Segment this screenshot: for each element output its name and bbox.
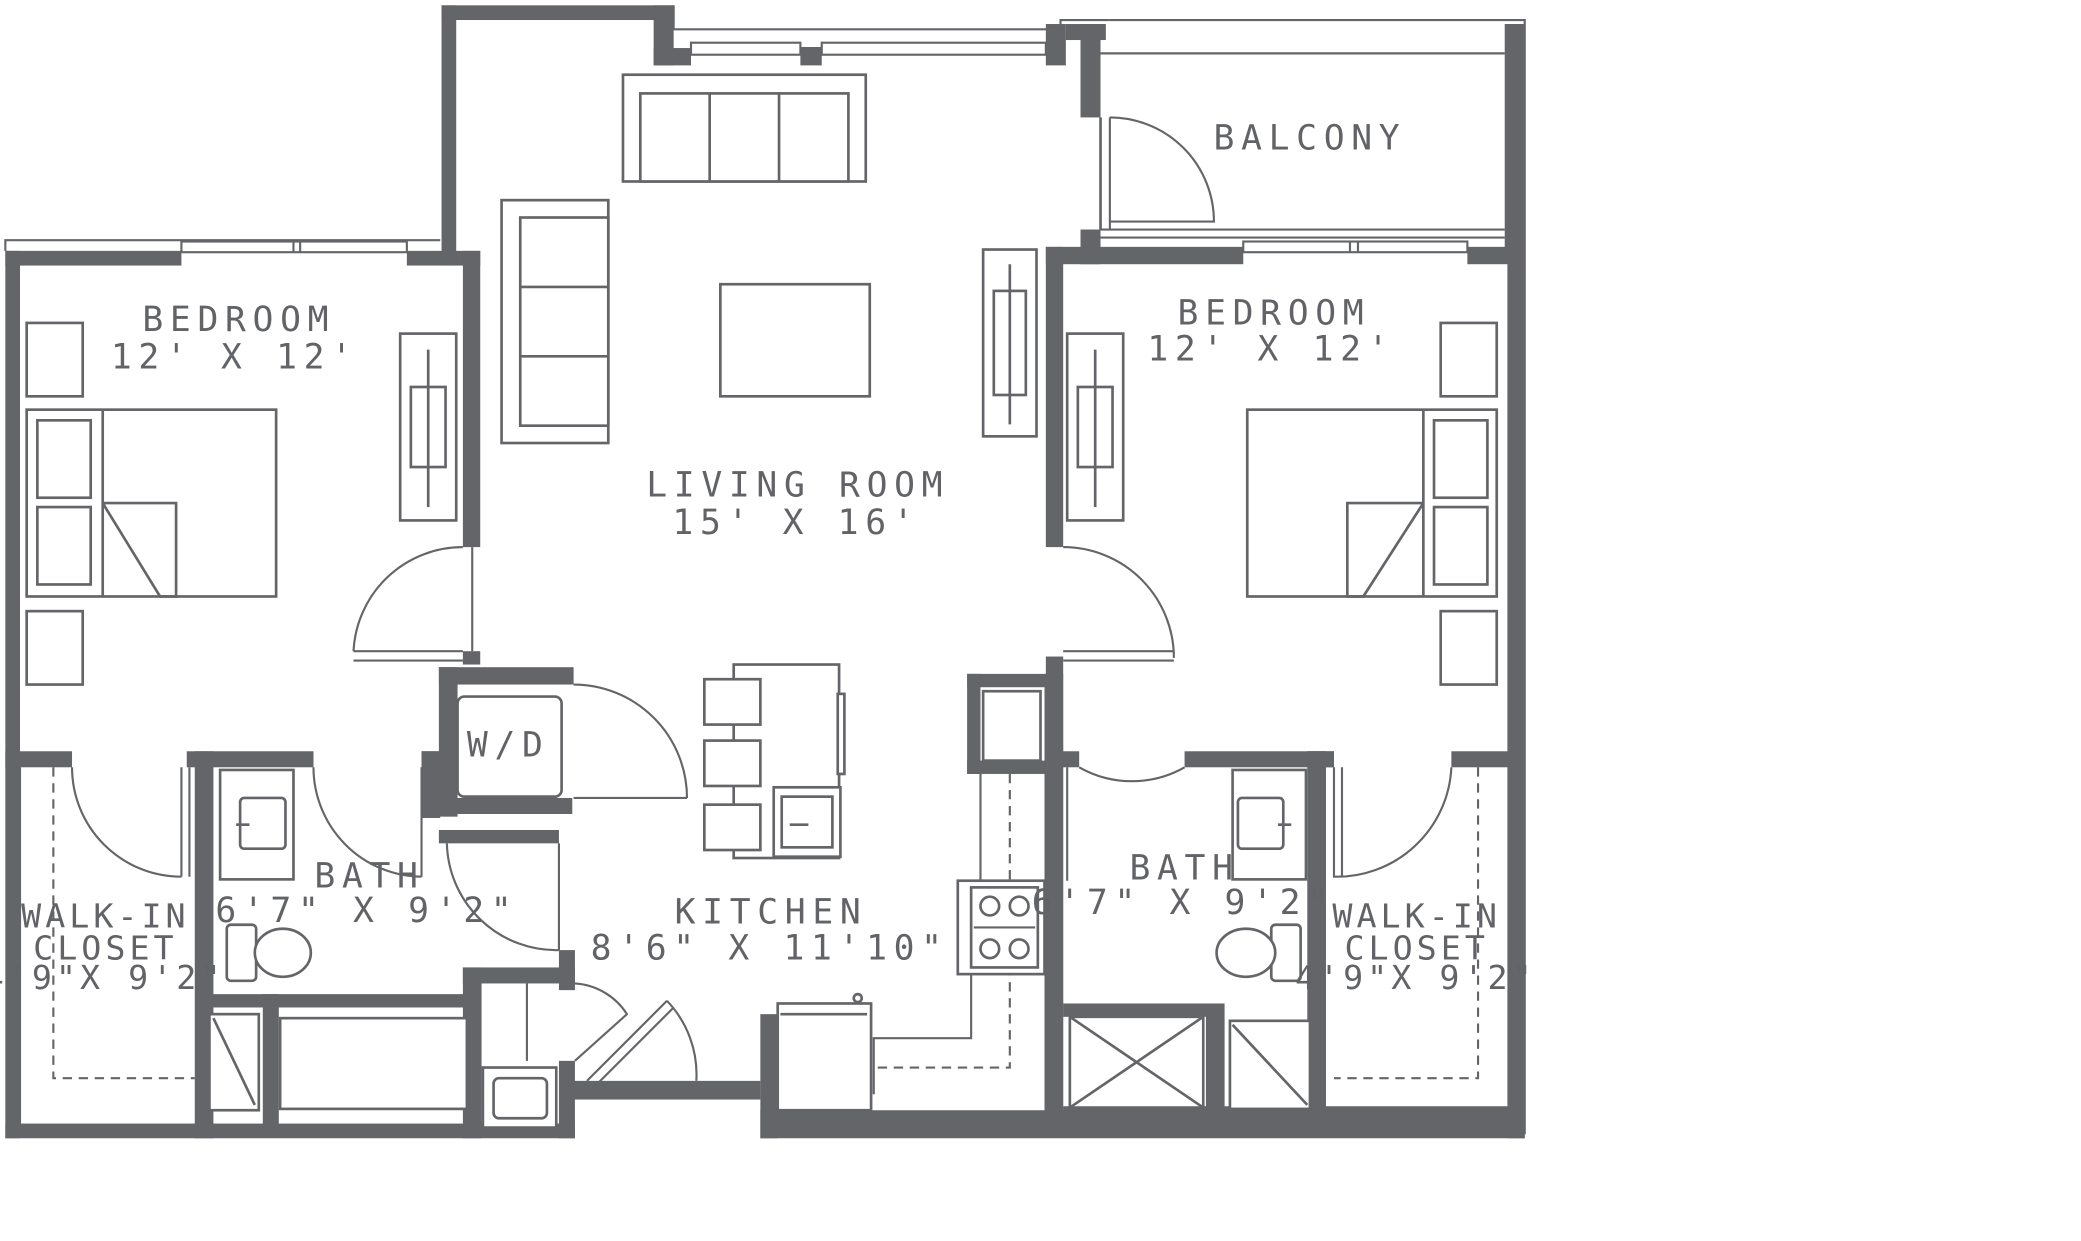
bedroom-left-size: 12' X 12': [111, 337, 359, 377]
bath-right-label: BATH: [1129, 848, 1239, 888]
door-swings: [70, 116, 1453, 1089]
closet-left-label-2: CLOSET: [33, 928, 177, 967]
closet-left-size: 4'9"X 9'2": [0, 958, 224, 997]
living-room-label: LIVING ROOM: [646, 465, 949, 505]
bath-left-label: BATH: [314, 856, 424, 896]
kitchen-label: KITCHEN: [675, 892, 868, 932]
closet-right-size: 4'9"X 9'2": [1295, 958, 1536, 997]
furniture: [25, 73, 1499, 1129]
living-room-size: 15' X 16': [672, 503, 920, 543]
bedroom-right-size: 12' X 12': [1147, 329, 1395, 369]
bedroom-right-label: BEDROOM: [1178, 293, 1371, 333]
bath-left-size: 6'7" X 9'2": [215, 891, 518, 931]
bedroom-left-label: BEDROOM: [142, 300, 335, 340]
kitchen-size: 8'6" X 11'10": [591, 928, 949, 968]
room-labels: BALCONY BEDROOM 12' X 12' BEDROOM 12' X …: [0, 118, 1536, 997]
closet-right-label-1: WALK-IN: [1332, 896, 1501, 935]
closet-right-label-2: CLOSET: [1344, 928, 1488, 967]
washer-dryer-label: W/D: [467, 726, 550, 766]
bath-right-size: 6'7" X 9'2": [1032, 883, 1335, 923]
walls: [5, 5, 1525, 1139]
closet-left-label-1: WALK-IN: [21, 896, 190, 935]
balcony-label: BALCONY: [1214, 118, 1407, 158]
